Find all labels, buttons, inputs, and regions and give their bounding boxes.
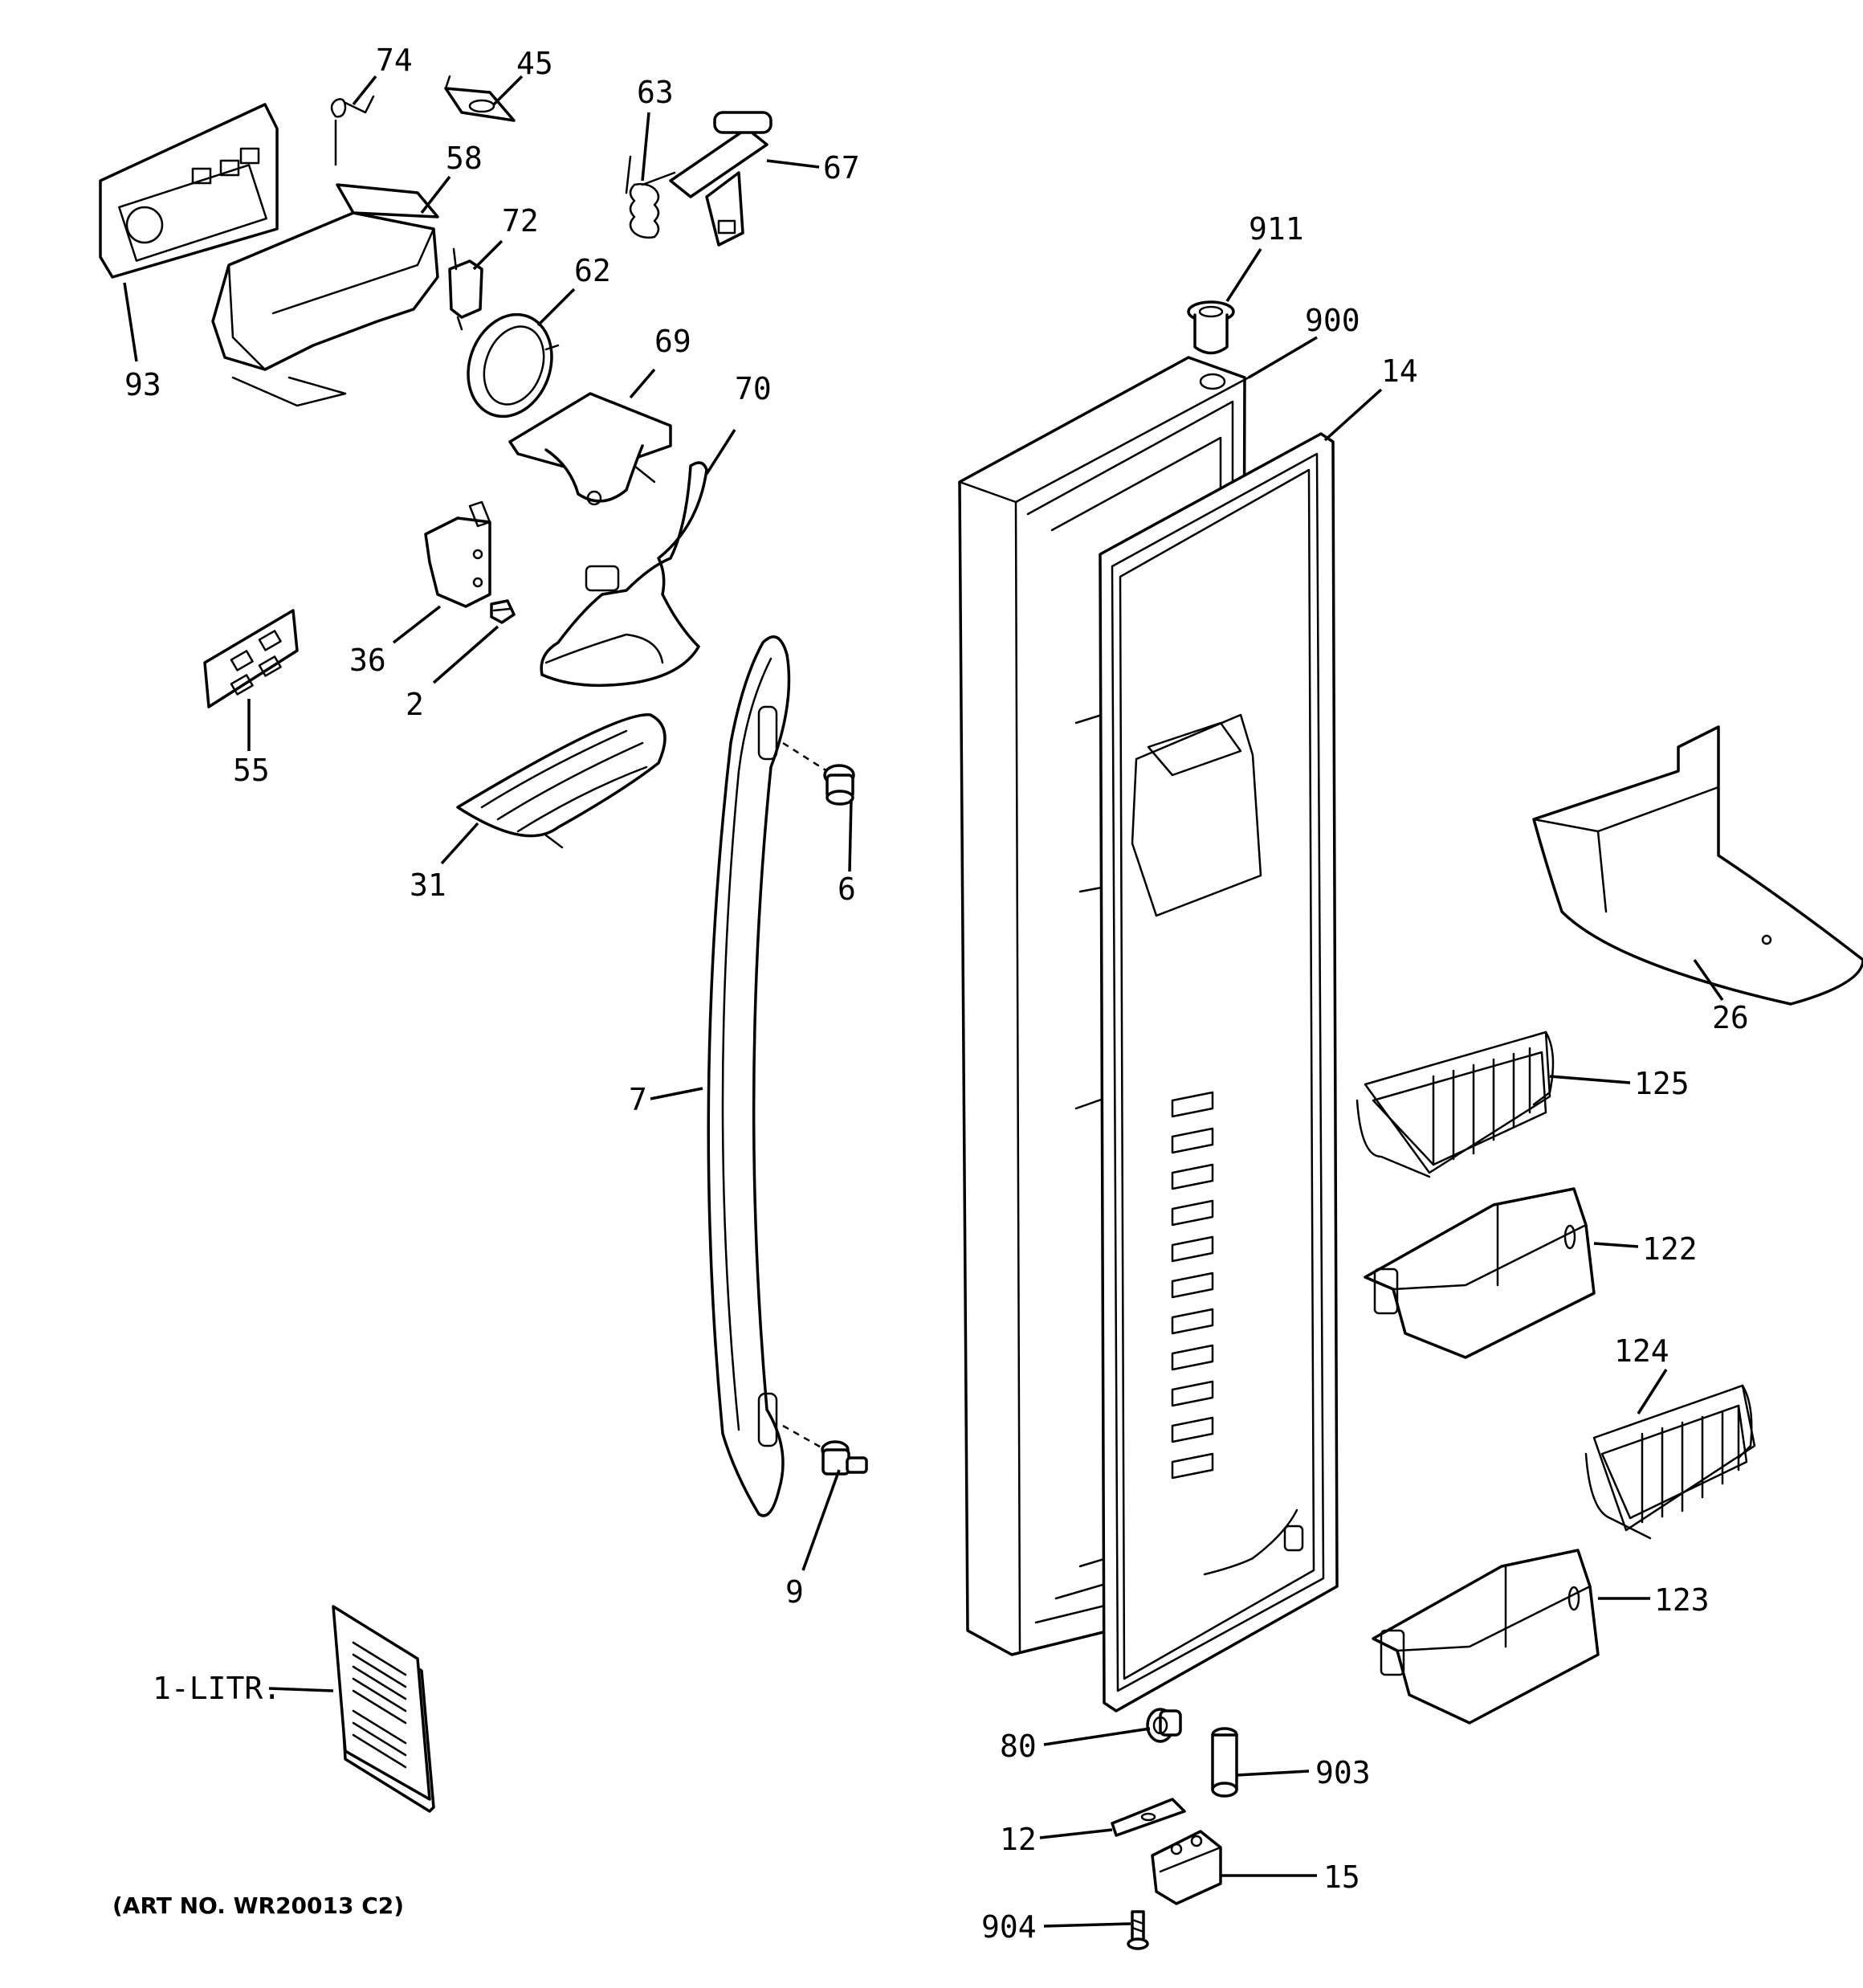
part-12-shim [1111, 1798, 1186, 1837]
callout-55: 55 [233, 753, 270, 788]
callout-2: 2 [406, 687, 424, 722]
part-36-bracket [424, 500, 491, 608]
callout-69: 69 [654, 324, 691, 359]
leader-lines [123, 75, 1724, 1928]
callout-123: 123 [1654, 1582, 1710, 1618]
part-67-actuator [641, 111, 773, 247]
part-1-litr-literature [332, 1605, 435, 1813]
callout-900: 900 [1305, 303, 1360, 338]
callout-labels: 74 45 63 67 58 72 62 93 911 900 14 69 70… [124, 43, 1749, 1945]
part-55-board [203, 609, 299, 708]
part-9-stud [782, 1424, 868, 1476]
part-26-bin [1532, 725, 1863, 1006]
part-6-stud [782, 741, 855, 806]
part-72-switch [448, 247, 483, 331]
callout-26: 26 [1712, 1000, 1749, 1035]
callout-63: 63 [637, 75, 674, 110]
part-31-drip-grille [456, 713, 667, 849]
part-74-spring [330, 95, 375, 166]
callout-31: 31 [410, 867, 446, 903]
callout-74: 74 [376, 43, 413, 78]
part-7-door-handle [707, 635, 791, 1517]
callout-1-litr: 1-LITR. [153, 1671, 281, 1706]
part-904-screw [1127, 1910, 1149, 1950]
callout-45: 45 [516, 46, 553, 81]
part-125-wire-shelf [1355, 1031, 1555, 1178]
callout-904: 904 [981, 1909, 1037, 1945]
callout-80: 80 [1000, 1729, 1037, 1764]
part-63-spring [625, 155, 660, 239]
callout-15: 15 [1323, 1859, 1360, 1895]
callout-62: 62 [574, 253, 611, 288]
part-14-door-gasket [1099, 432, 1339, 1712]
callout-72: 72 [502, 203, 539, 239]
callout-124: 124 [1614, 1333, 1669, 1369]
callout-67: 67 [823, 150, 860, 186]
part-58-dispenser-housing [211, 183, 439, 407]
callout-6: 6 [838, 872, 856, 907]
callout-122: 122 [1642, 1231, 1698, 1267]
part-70-dispenser-arm [540, 461, 708, 688]
callout-58: 58 [446, 141, 483, 176]
art-number: (ART NO. WR20013 C2) [112, 1892, 404, 1919]
part-124-wire-shelf [1584, 1384, 1756, 1540]
door-dispenser-ribs [1171, 1091, 1214, 1480]
callout-125: 125 [1634, 1066, 1690, 1101]
callout-12: 12 [1000, 1822, 1037, 1857]
callout-93: 93 [124, 367, 161, 402]
callout-70: 70 [735, 371, 772, 406]
part-69-chute [508, 392, 672, 506]
part-80-plug [1146, 1708, 1182, 1743]
part-93-control-panel [99, 103, 279, 279]
callout-911: 911 [1249, 211, 1304, 247]
part-45-bracket [444, 75, 516, 122]
part-2-screw [490, 599, 516, 624]
part-903-hinge-pin [1211, 1727, 1238, 1798]
callout-9: 9 [785, 1574, 804, 1610]
callout-7: 7 [629, 1082, 647, 1117]
callout-14: 14 [1381, 353, 1418, 389]
part-123-door-bin [1372, 1549, 1600, 1725]
part-122-door-bin [1364, 1187, 1596, 1359]
part-911-bushing [1187, 300, 1235, 355]
callout-903: 903 [1315, 1755, 1371, 1790]
callout-36: 36 [349, 643, 386, 678]
part-15-hinge [1151, 1830, 1222, 1905]
part-62-ring [467, 312, 560, 418]
